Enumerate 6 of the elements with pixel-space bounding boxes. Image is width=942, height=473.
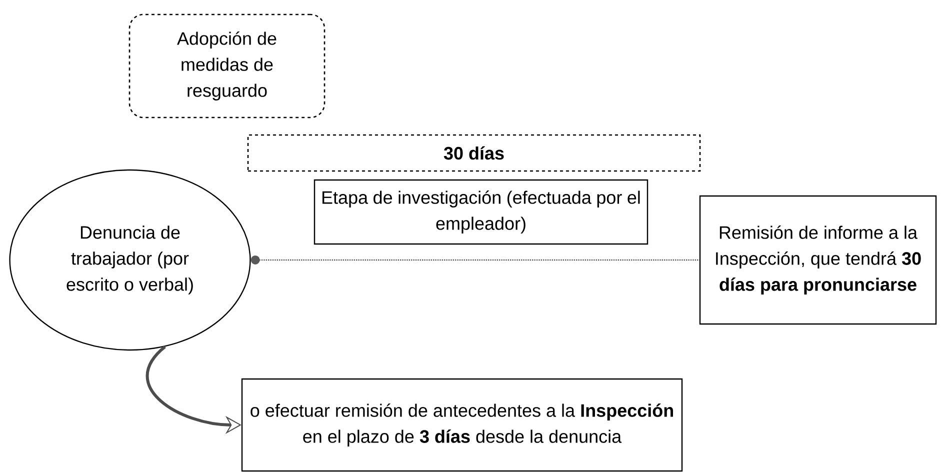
dashed-rounded-box: Adopción de medidas de resguardo [128, 14, 326, 118]
result-box: Remisión de informe a la Inspección, que tendrá 30 días para pronunciarse [699, 195, 937, 325]
note-box: o efectuar remisión de antecedentes a la Inspección en el plazo de 3 días desde la denuncia [241, 378, 683, 472]
connector [250, 256, 700, 264]
dashed-bar: 30 días [247, 134, 701, 172]
process-box: Etapa de investigación (efectuada por el empleador) [314, 179, 648, 245]
